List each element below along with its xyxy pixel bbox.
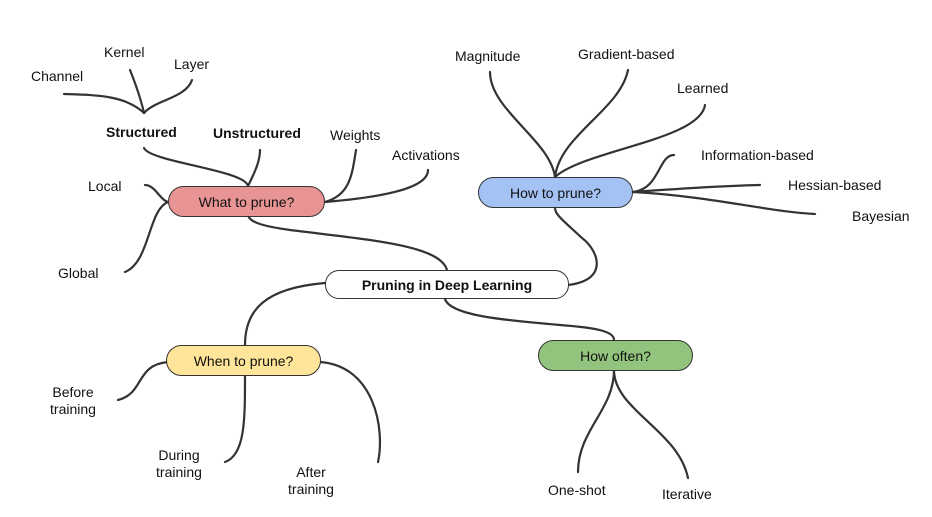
how-to-prune-node[interactable]: How to prune?	[478, 177, 633, 208]
link-root-what	[246, 212, 449, 272]
what-to-prune-node[interactable]: What to prune?	[168, 186, 325, 217]
leaf-during-training: During training	[156, 447, 202, 481]
leaf-activations: Activations	[392, 147, 460, 163]
root-node[interactable]: Pruning in Deep Learning	[325, 270, 569, 299]
leaf-channel: Channel	[31, 68, 84, 84]
link-when-after	[318, 360, 382, 464]
link-root-often	[443, 297, 616, 342]
leaf-bayesian: Bayesian	[852, 208, 910, 224]
link-how-magnitude	[488, 70, 557, 179]
leaf-local: Local	[88, 178, 122, 194]
link-how-hessian	[630, 183, 762, 194]
link-what-global	[123, 200, 170, 274]
link-what-structured	[142, 146, 250, 188]
leaf-information-based: Information-based	[701, 147, 814, 163]
leaf-after-training: After training	[288, 464, 334, 498]
after-line-2: training	[288, 481, 334, 497]
leaf-hessian-based: Hessian-based	[788, 177, 882, 193]
leaf-weights: Weights	[330, 127, 381, 143]
how-to-prune-label: How to prune?	[509, 184, 602, 201]
link-structured-kernel	[128, 68, 146, 115]
link-root-when	[243, 281, 327, 347]
link-what-local	[143, 183, 170, 204]
link-when-during	[223, 374, 247, 464]
root-label: Pruning in Deep Learning	[361, 276, 533, 293]
link-structured-layer	[142, 78, 194, 115]
leaf-unstructured: Unstructured	[213, 125, 301, 141]
leaf-magnitude: Magnitude	[455, 48, 521, 64]
how-often-node[interactable]: How often?	[538, 340, 693, 371]
during-line-1: During	[158, 447, 200, 463]
leaf-iterative: Iterative	[662, 486, 712, 502]
during-line-2: training	[156, 464, 202, 480]
link-how-gradient	[553, 68, 630, 179]
link-what-unstructured	[246, 148, 262, 188]
link-what-activations	[323, 168, 430, 204]
leaf-layer: Layer	[174, 56, 210, 72]
link-root-how	[553, 206, 598, 287]
link-often-iterative	[612, 368, 690, 480]
link-when-before	[116, 360, 170, 402]
how-often-label: How often?	[580, 347, 651, 364]
link-structured-channel	[62, 92, 146, 115]
before-line-2: training	[50, 401, 96, 417]
before-line-1: Before	[52, 384, 94, 400]
what-to-prune-label: What to prune?	[198, 193, 295, 210]
leaf-one-shot: One-shot	[548, 482, 606, 498]
leaf-learned: Learned	[677, 80, 729, 96]
link-often-oneshot	[576, 368, 616, 474]
leaf-structured: Structured	[106, 124, 177, 140]
link-how-learned	[553, 103, 707, 179]
link-how-bayesian	[630, 190, 817, 216]
leaf-kernel: Kernel	[104, 44, 145, 60]
leaf-before-training: Before training	[50, 384, 96, 418]
leaf-gradient-based: Gradient-based	[578, 46, 675, 62]
link-how-information	[630, 153, 676, 194]
link-what-weights	[323, 148, 358, 204]
after-line-1: After	[296, 464, 326, 480]
when-to-prune-node[interactable]: When to prune?	[166, 345, 321, 376]
leaf-global: Global	[58, 265, 99, 281]
when-to-prune-label: When to prune?	[193, 352, 294, 369]
